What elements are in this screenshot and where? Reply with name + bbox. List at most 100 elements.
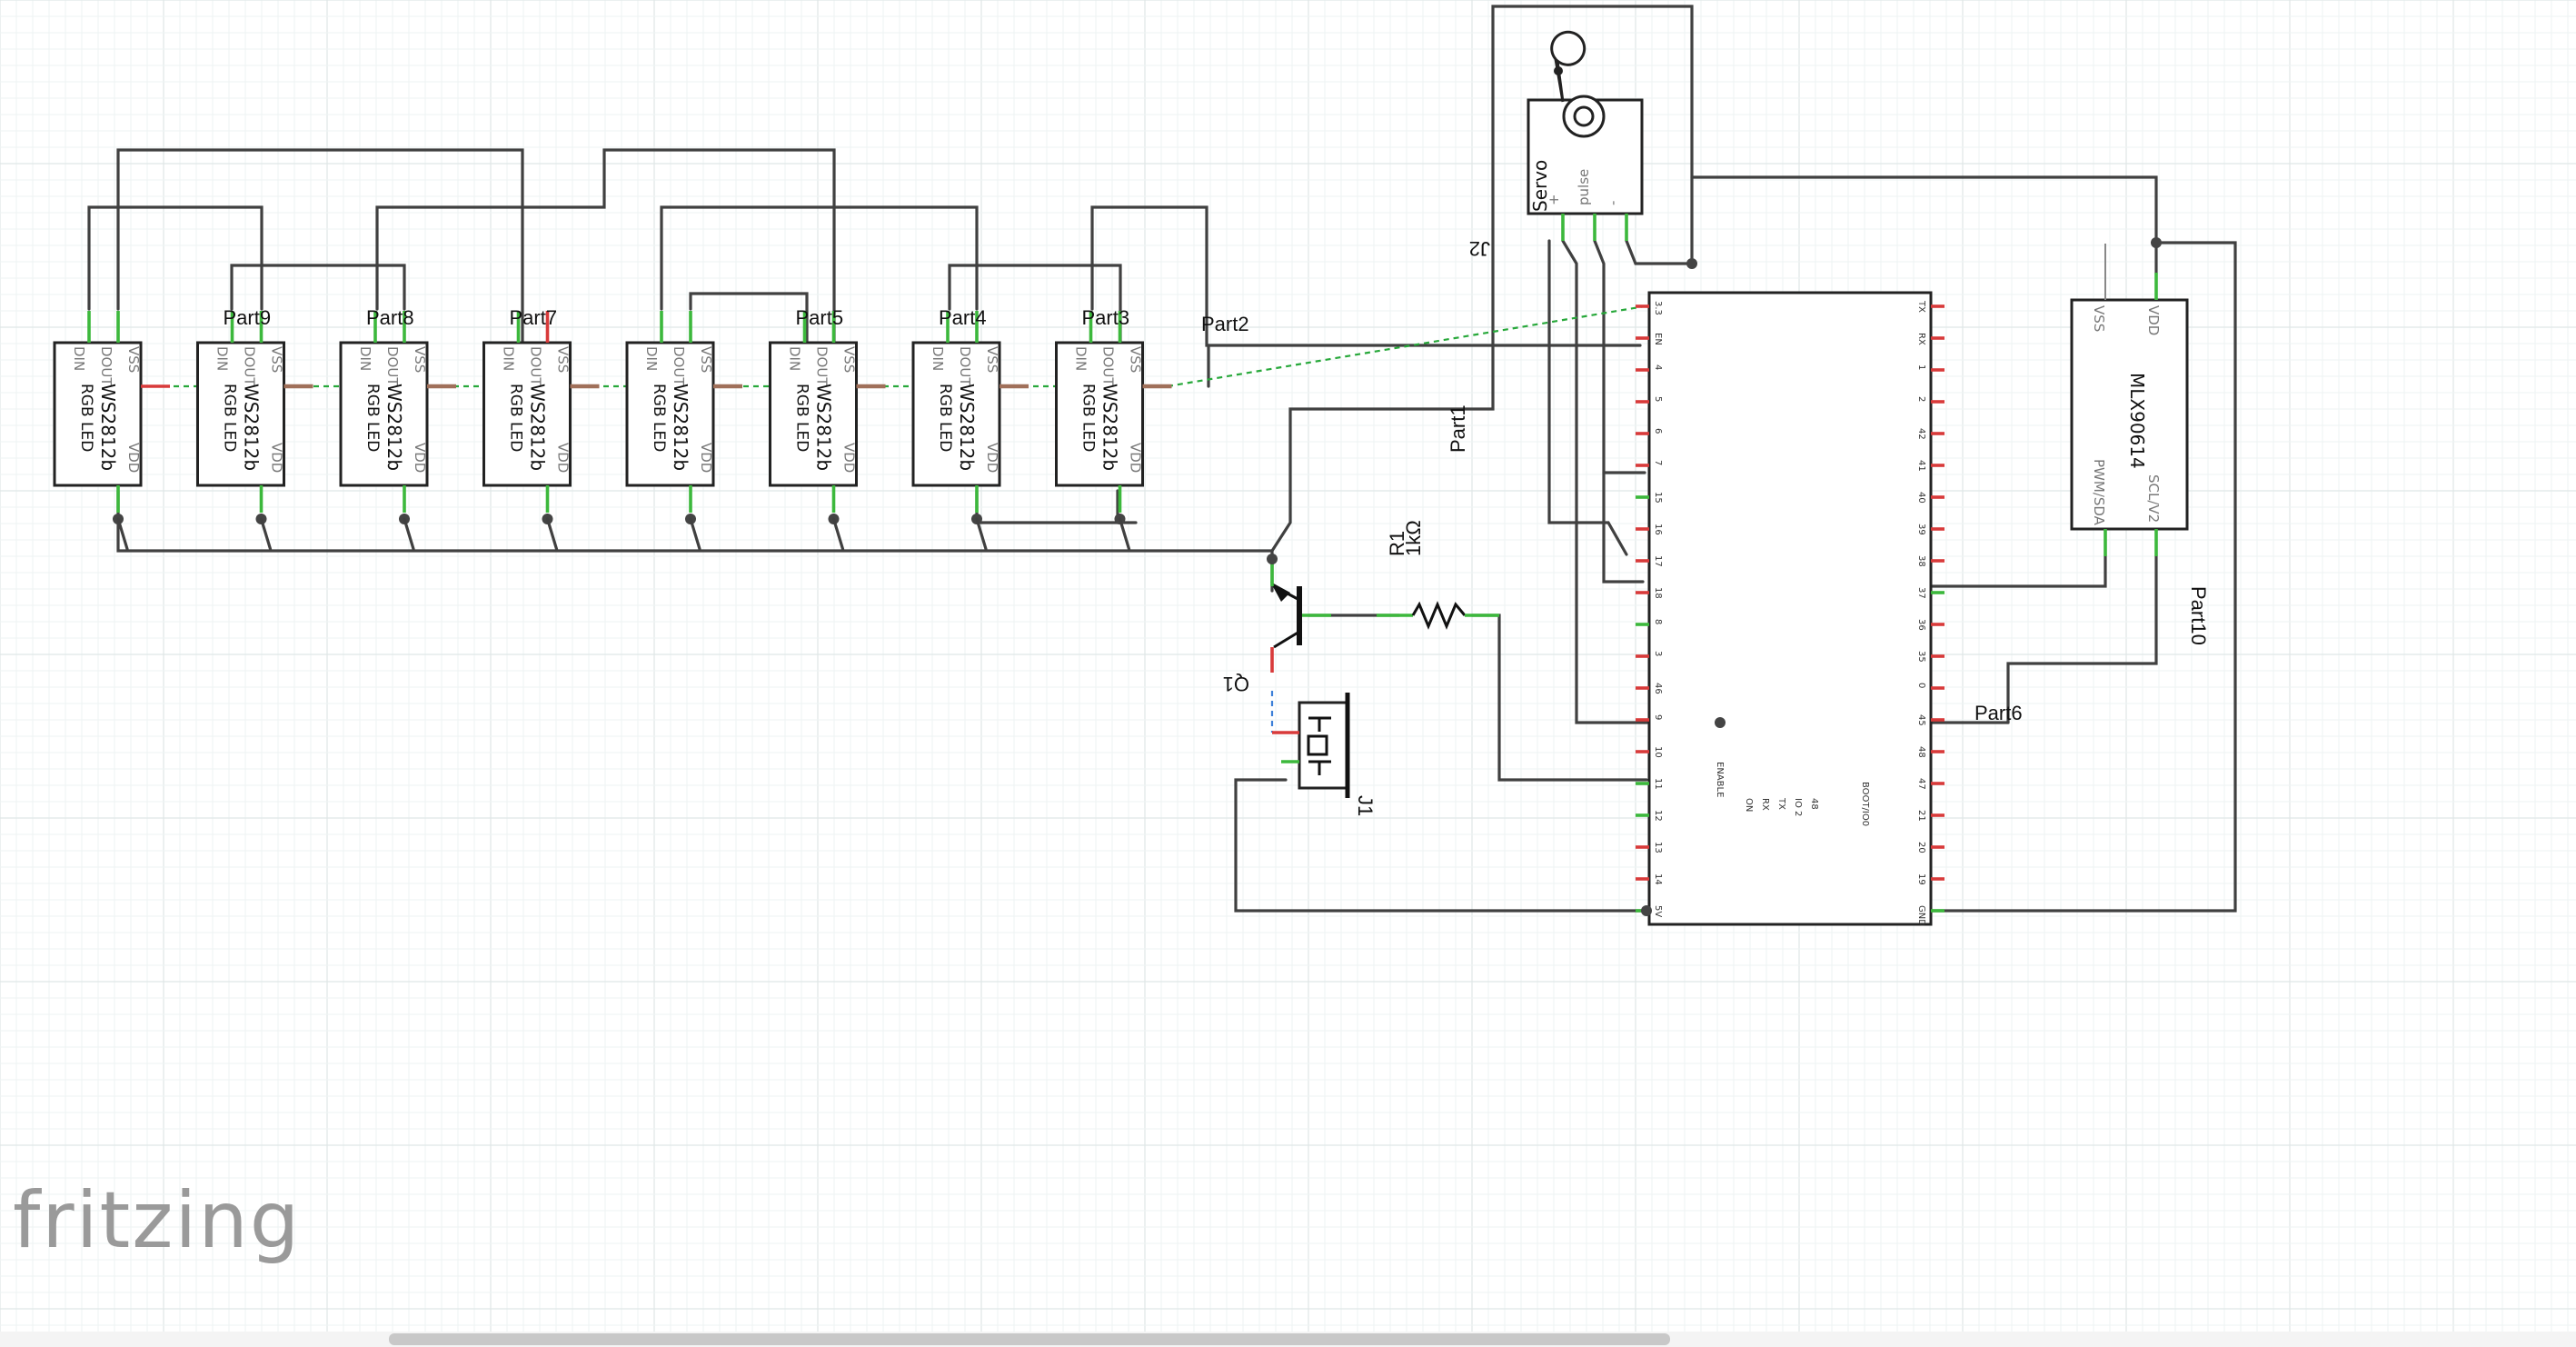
mlx-pwm-label: PWM/SDA <box>2091 459 2107 526</box>
transistor-q1[interactable]: Q1 <box>1223 559 1331 695</box>
esp-pin-label: 38 <box>1916 555 1926 567</box>
servo-pin-pulse: pulse <box>1576 169 1592 205</box>
dout-label: DOUT <box>242 346 258 386</box>
mlx90614[interactable]: MLX90614 VSS VDD PWM/SDA SCL/V2 <box>2070 244 2189 556</box>
wire[interactable] <box>948 264 1122 356</box>
resistor-r1[interactable]: R1 1kΩ <box>1377 520 1499 630</box>
wire[interactable] <box>660 205 979 311</box>
din-label: DIN <box>930 346 946 371</box>
wire[interactable] <box>689 292 809 356</box>
vss-label: VSS <box>841 346 858 373</box>
led-part-label: Part8 <box>366 306 414 329</box>
esp-pin-label: 10 <box>1653 746 1663 758</box>
horizontal-scrollbar-thumb[interactable] <box>389 1333 1670 1345</box>
led-name: WS2812b <box>383 384 405 471</box>
led-name: WS2812b <box>241 384 263 471</box>
servo[interactable]: Servo + pulse - <box>1527 30 1644 241</box>
vdd-label: VDD <box>698 443 714 473</box>
led-name: WS2812b <box>813 384 835 471</box>
esp-pin-label: 45 <box>1916 714 1926 726</box>
vdd-label: VDD <box>555 443 572 473</box>
esp-pin-label: TX <box>1916 300 1926 313</box>
r1-label: R1 <box>1386 531 1408 556</box>
din-label: DIN <box>787 346 803 371</box>
led-name: WS2812b <box>527 384 549 471</box>
esp-pin-label: 21 <box>1916 810 1926 822</box>
wire[interactable] <box>1625 239 1694 265</box>
esp-pin-label: 40 <box>1916 492 1926 504</box>
vss-label: VSS <box>125 346 142 373</box>
part1-label: Part1 <box>1447 404 1469 453</box>
servo-pin-minus: - <box>1605 201 1621 205</box>
wire[interactable] <box>1270 5 1694 553</box>
wire[interactable] <box>87 205 264 311</box>
led-sub: RGB LED <box>507 384 525 452</box>
esp-pin-label: 13 <box>1653 842 1663 853</box>
wire[interactable] <box>230 264 406 311</box>
esp-pin-label: 18 <box>1653 587 1663 599</box>
wire[interactable] <box>1470 614 1648 782</box>
vdd-label: VDD <box>841 443 858 473</box>
esp-pin-label: 5V <box>1653 905 1663 917</box>
wire[interactable] <box>1690 175 2158 244</box>
esp-pin-label: 17 <box>1653 555 1663 567</box>
esp-pin-label: 39 <box>1916 524 1926 535</box>
esp-pin-label: 8 <box>1653 619 1663 624</box>
esp-pin-label: 3 <box>1653 651 1663 656</box>
wire[interactable] <box>1561 239 1646 724</box>
wire[interactable] <box>1234 778 1648 913</box>
vdd-label: VDD <box>984 443 1000 473</box>
vdd-label: VDD <box>1128 443 1144 473</box>
vss-label: VSS <box>1128 346 1144 373</box>
esp-pin-label: 3.3 <box>1653 301 1663 315</box>
mlx-vss-label: VSS <box>2091 305 2107 332</box>
wire[interactable] <box>2006 554 2158 724</box>
esp-pin-label: 11 <box>1653 778 1663 790</box>
esp-enable-label: ENABLE <box>1715 762 1725 797</box>
wires[interactable] <box>87 5 2237 913</box>
vss-label: VSS <box>269 346 285 373</box>
esp-pin-label: 0 <box>1916 683 1926 688</box>
led-part-label: Part3 <box>1082 306 1130 329</box>
esp-pin-label: 35 <box>1916 651 1926 663</box>
vss-label: VSS <box>412 346 428 373</box>
wire[interactable] <box>1547 239 1628 556</box>
esp-pin-label: 16 <box>1653 524 1663 535</box>
wire[interactable] <box>1931 554 2107 588</box>
wire[interactable] <box>1593 239 1645 584</box>
wire[interactable] <box>375 148 836 356</box>
esp-pin-label: 19 <box>1916 873 1926 885</box>
esp-pin-label: 41 <box>1916 460 1926 472</box>
esp-pin-label: 7 <box>1653 460 1663 465</box>
connector-j1[interactable]: J1 <box>1272 693 1377 816</box>
led-sub: RGB LED <box>221 384 239 452</box>
part6-label: Part6 <box>1974 702 2023 724</box>
wire[interactable] <box>1931 241 2237 913</box>
servo-title: Servo <box>1529 160 1551 212</box>
led-name: WS2812b <box>1099 384 1121 471</box>
esp-pin-label: 12 <box>1653 810 1663 822</box>
led-sub: RGB LED <box>936 384 954 452</box>
mlx-scl-label: SCL/V2 <box>2145 474 2162 523</box>
part2-label: Part2 <box>1201 313 1249 335</box>
esp-pin-label: 48 <box>1916 746 1926 758</box>
esp-pin-label: 46 <box>1653 683 1663 694</box>
vdd-label: VDD <box>125 443 142 473</box>
wire[interactable] <box>1090 205 1642 347</box>
esp-pin-label: 5 <box>1653 396 1663 402</box>
wire[interactable] <box>116 148 524 356</box>
